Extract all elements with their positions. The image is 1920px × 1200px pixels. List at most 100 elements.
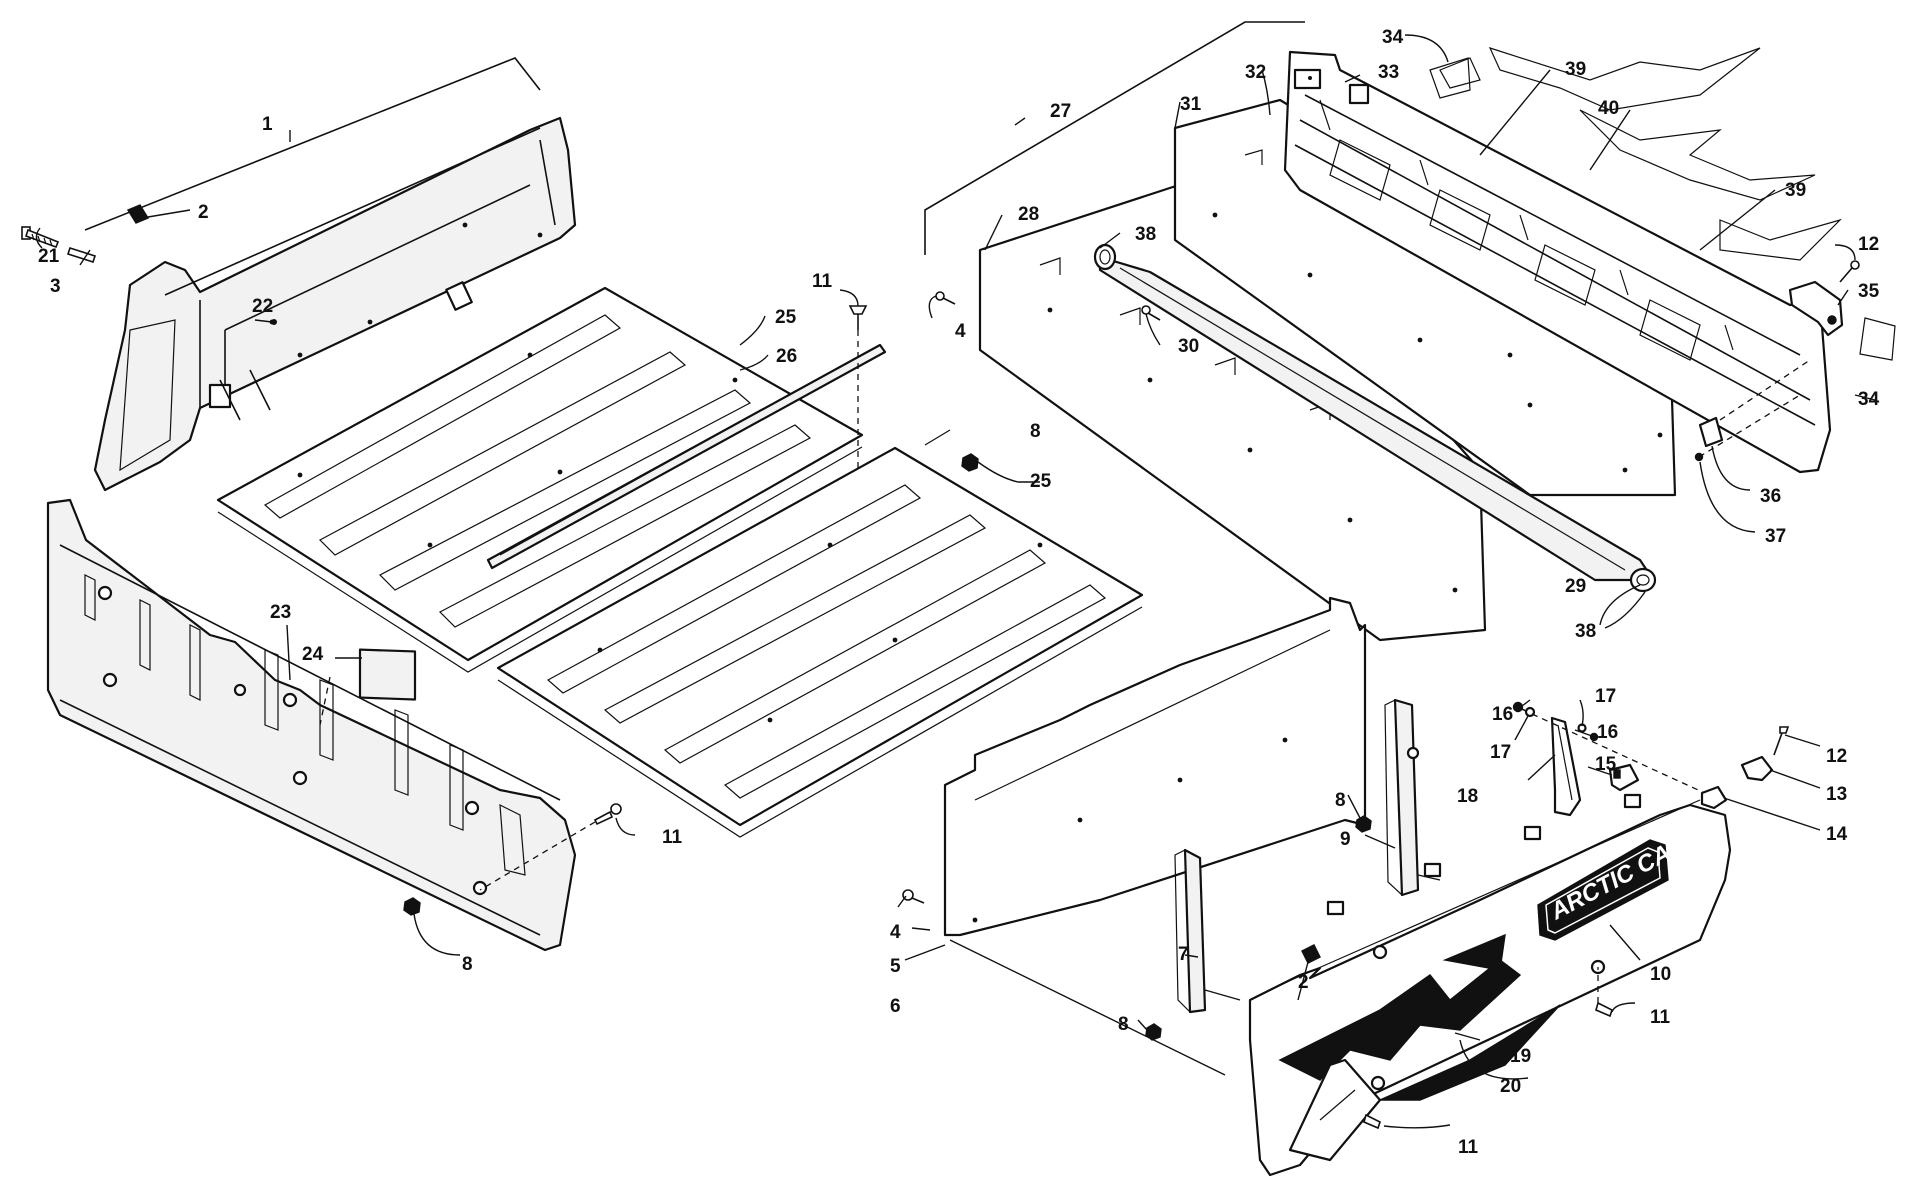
- callout-22: 22: [252, 296, 273, 317]
- dash-11-left: [479, 821, 596, 891]
- decal-39-40: [1439, 47, 1843, 261]
- strip-26: [486, 343, 887, 570]
- end-cap-34-top: [1429, 57, 1471, 99]
- callout-4: 4: [955, 321, 966, 342]
- assembly-line-6: [949, 939, 1226, 1076]
- striker-36: [1698, 416, 1724, 448]
- callout-12: 12: [1858, 234, 1879, 255]
- callout-34: 34: [1858, 389, 1880, 410]
- callout-28: 28: [1018, 204, 1039, 225]
- assembly-line-9: [1417, 874, 1441, 881]
- label-24: [358, 648, 417, 701]
- callout-20: 20: [1500, 1076, 1521, 1097]
- callout-3: 3: [50, 276, 61, 297]
- spacer-3: [66, 246, 97, 264]
- callout-30: 30: [1178, 336, 1199, 357]
- callout-40: 40: [1598, 98, 1619, 119]
- callout-39: 39: [1565, 59, 1586, 80]
- callout-2: 2: [198, 202, 209, 223]
- assembly-line-7: [1204, 989, 1241, 1001]
- callout-7: 7: [1178, 944, 1189, 965]
- callout-9: 9: [1340, 829, 1351, 850]
- tailgate-outer-panel-31: [1173, 98, 1677, 497]
- callout-29: 29: [1565, 576, 1586, 597]
- callout-26: 26: [776, 346, 797, 367]
- floor-panel-right: [496, 446, 1144, 838]
- bolt-11-right-upper: [1595, 967, 1613, 1018]
- assembly-bracket-1: [84, 57, 541, 231]
- callout-8: 8: [1030, 421, 1041, 442]
- callout-19: 19: [1510, 1046, 1531, 1067]
- callout-13: 13: [1826, 784, 1847, 805]
- callout-12: 12: [1826, 746, 1847, 767]
- callout-16: 16: [1597, 722, 1618, 743]
- callout-39: 39: [1785, 180, 1806, 201]
- catch-14: [1700, 785, 1728, 810]
- callout-11: 11: [812, 271, 833, 292]
- bolt-11-right-lower: [1363, 1113, 1381, 1130]
- callout-11: 11: [1650, 1007, 1671, 1028]
- callout-1: 1: [262, 114, 273, 135]
- callout-6: 6: [890, 996, 901, 1017]
- clip-2-front: [126, 204, 150, 224]
- leader-lines: [35, 34, 1876, 1129]
- knob-13: [1740, 755, 1774, 782]
- nut-8-bracket-upper: [1355, 815, 1372, 833]
- callout-35: 35: [1858, 281, 1880, 302]
- front-bed-panel: [93, 116, 577, 492]
- fastener-4-top: [935, 291, 956, 305]
- callout-18: 18: [1457, 786, 1478, 807]
- bolt-11-top: [848, 305, 868, 330]
- callout-32: 32: [1245, 62, 1266, 83]
- callout-24: 24: [302, 644, 324, 665]
- latch-15: [1608, 763, 1640, 792]
- clip-2-right: [1301, 944, 1321, 964]
- nut-16-right: [1589, 732, 1599, 742]
- latch-35: [1788, 280, 1844, 337]
- callout-8: 8: [1335, 790, 1346, 811]
- dash-24: [319, 676, 331, 726]
- nut-8-left: [403, 897, 421, 916]
- callout-5: 5: [890, 956, 901, 977]
- nut-8-bracket-lower: [1145, 1023, 1162, 1041]
- callout-17: 17: [1595, 686, 1616, 707]
- callout-4: 4: [890, 922, 901, 943]
- callout-31: 31: [1180, 94, 1202, 115]
- nut-8-floor: [961, 453, 979, 472]
- bushing-38-top: [1093, 243, 1117, 271]
- callout-15: 15: [1595, 754, 1617, 775]
- rivet-22: [271, 319, 277, 325]
- callout-14: 14: [1826, 824, 1848, 845]
- bolt-12-bottom: [1773, 726, 1790, 756]
- callout-25: 25: [775, 307, 797, 328]
- callout-38: 38: [1135, 224, 1156, 245]
- callout-10: 10: [1650, 964, 1671, 985]
- bolt-11-left: [593, 803, 622, 826]
- callout-36: 36: [1760, 486, 1781, 507]
- support-bracket-7: [1174, 848, 1207, 1014]
- bolt-12-top: [1839, 260, 1860, 283]
- dash-36-37: [1698, 359, 1811, 458]
- left-side-panel: [46, 498, 577, 952]
- callout-2: 2: [1298, 972, 1309, 993]
- callout-27: 27: [1050, 101, 1071, 122]
- assembly-bracket-27: [924, 21, 1305, 255]
- callout-8: 8: [462, 954, 473, 975]
- callout-34: 34: [1382, 27, 1404, 48]
- end-cap-34-right: [1859, 317, 1896, 361]
- callout-16: 16: [1492, 704, 1513, 725]
- bushing-38-bottom: [1629, 567, 1657, 593]
- tailgate-shell: [1283, 50, 1832, 474]
- support-bracket-9: [1384, 698, 1420, 897]
- bolt-21: [21, 226, 60, 249]
- callout-17: 17: [1490, 742, 1511, 763]
- callout-33: 33: [1378, 62, 1399, 83]
- floor-panel-left: [216, 286, 864, 673]
- callout-37: 37: [1765, 526, 1786, 547]
- callout-21: 21: [38, 246, 60, 267]
- callout-25: 25: [1030, 471, 1052, 492]
- callout-11: 11: [662, 827, 683, 848]
- callout-38: 38: [1575, 621, 1596, 642]
- dash-latch-axis: [1531, 713, 1721, 801]
